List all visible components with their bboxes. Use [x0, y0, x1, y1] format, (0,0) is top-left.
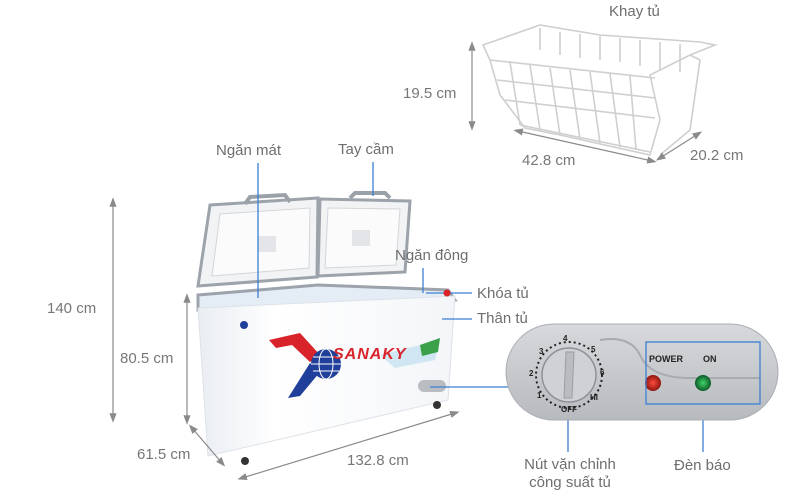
- logo-red-chevron: [269, 333, 320, 362]
- on-lamp-icon: [695, 375, 711, 391]
- indicator-highlight-box: [645, 341, 761, 405]
- dial-mark-4: 4: [563, 334, 568, 343]
- tray-width-label: 20.2 cm: [690, 147, 744, 164]
- pointer-lines: [257, 162, 704, 452]
- lock-label: Khóa tủ: [477, 285, 529, 302]
- dial-mark-hi: HI: [590, 393, 598, 402]
- body-height-label: 80.5 cm: [120, 350, 174, 367]
- lock-icon: [443, 289, 451, 297]
- knob-label-line2: công suất tủ: [529, 474, 611, 491]
- dial-mark-3: 3: [539, 347, 544, 356]
- cool-compartment-label: Ngăn mát: [216, 142, 282, 159]
- wire-tray-illustration: [481, 24, 718, 156]
- logo-blue-chevron: [288, 363, 320, 398]
- dial-mark-6: 6: [600, 368, 605, 377]
- dial-mark-off: OFF: [561, 405, 577, 414]
- indicator-label: Đèn báo: [674, 457, 731, 474]
- dial-mark-1: 1: [537, 391, 542, 400]
- depth-label: 61.5 cm: [137, 446, 191, 463]
- tray-height-label: 19.5 cm: [403, 85, 457, 102]
- tray-title: Khay tủ: [609, 3, 660, 20]
- knob-label: Nút vặn chỉnh công suất tủ: [520, 456, 620, 492]
- handle-label: Tay cầm: [338, 141, 394, 158]
- brand-logo-text: SANAKY: [333, 346, 407, 363]
- body-label: Thân tủ: [477, 310, 528, 327]
- knob-label-line1: Nút vặn chỉnh: [524, 456, 616, 473]
- dial-mark-2: 2: [529, 369, 534, 378]
- total-height-label: 140 cm: [47, 300, 97, 317]
- control-panel-closeup: [505, 323, 779, 421]
- power-text: POWER: [649, 354, 684, 364]
- tray-length-label: 42.8 cm: [522, 152, 576, 169]
- power-lamp-icon: [645, 375, 661, 391]
- dial-mark-5: 5: [591, 345, 596, 354]
- freezer-compartment-label: Ngăn đông: [395, 247, 469, 264]
- length-label: 132.8 cm: [347, 452, 409, 469]
- on-text: ON: [703, 354, 717, 364]
